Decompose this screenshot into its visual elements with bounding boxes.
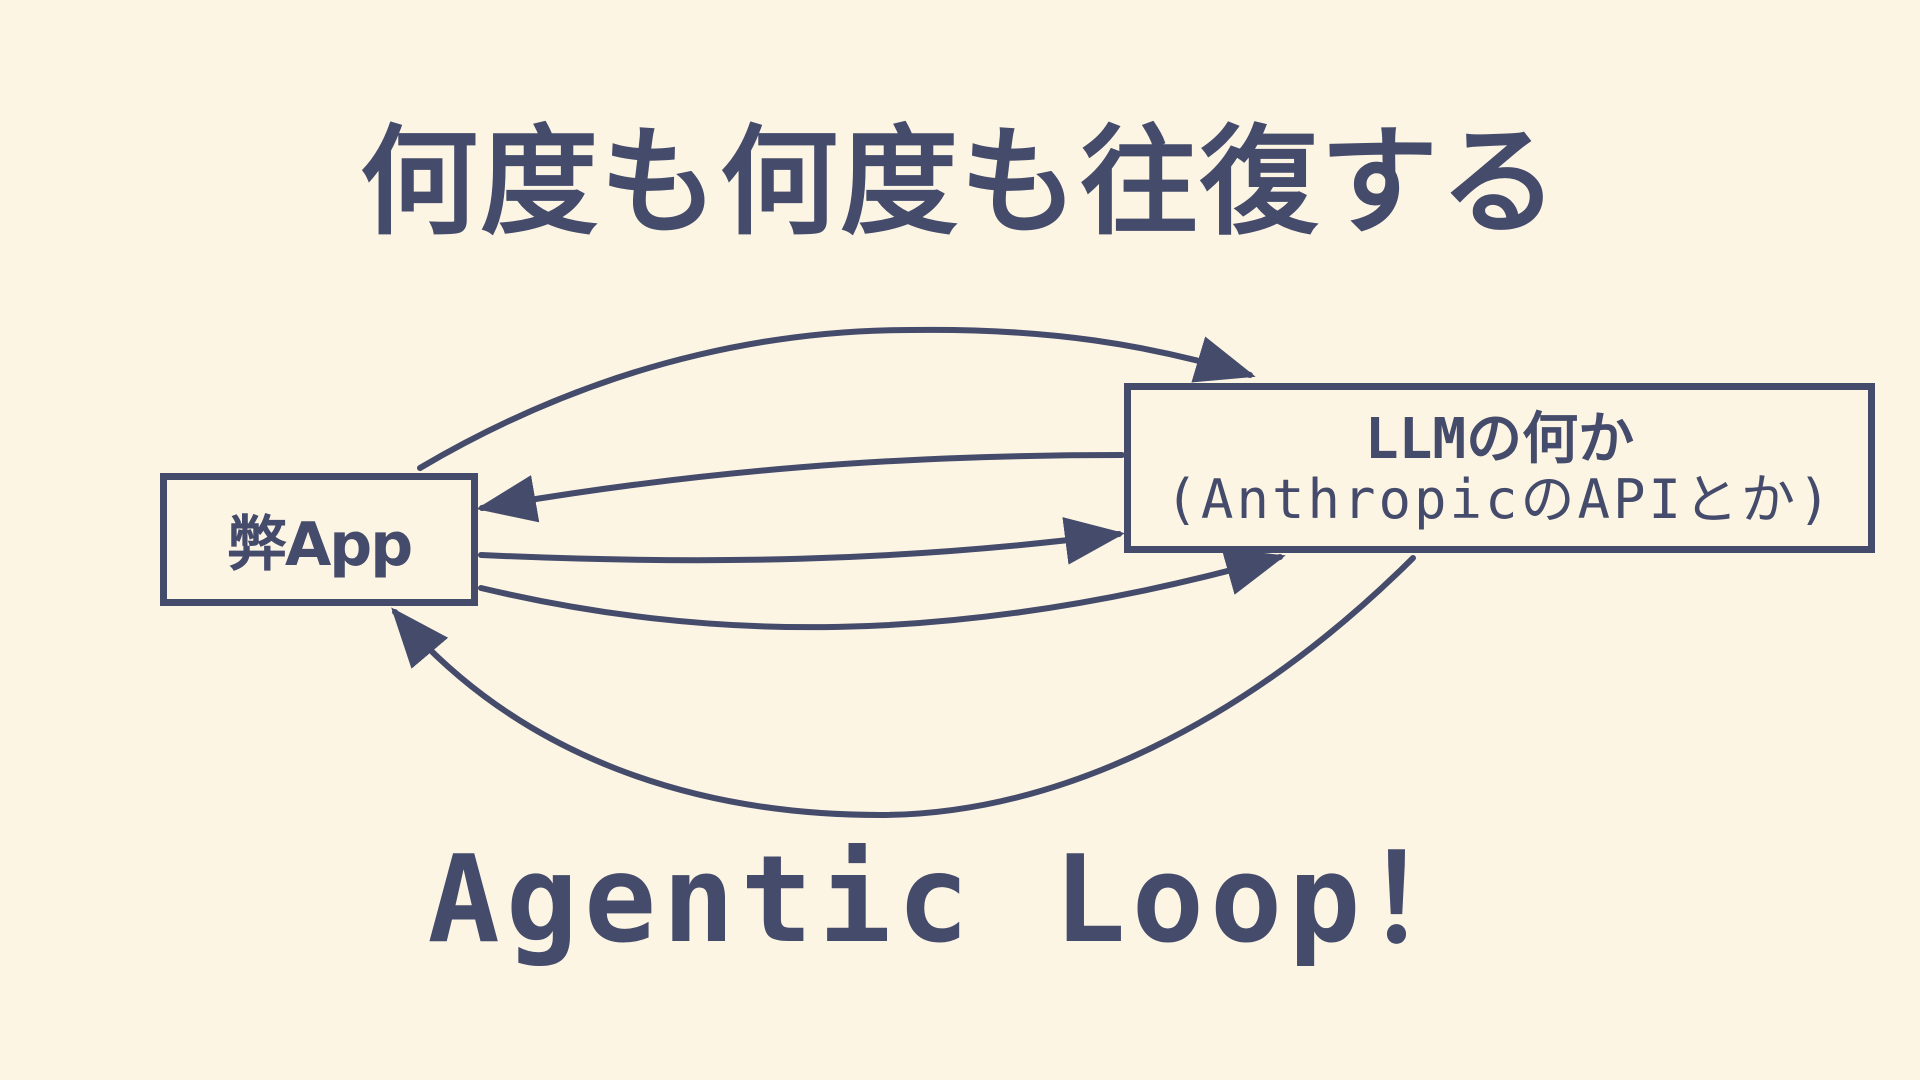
arrow-app-to-llm-top — [417, 326, 1256, 471]
arrow-app-to-llm-lower — [478, 548, 1286, 631]
llm-node-title: LLMの何か — [1364, 406, 1635, 472]
arrow-llm-to-app-upper — [476, 452, 1125, 523]
footer-caption: Agentic Loop！ — [427, 831, 1493, 970]
app-node-label: 弊App — [226, 510, 413, 580]
llm-node: LLMの何か (AnthropicのAPIとか) — [1124, 383, 1875, 553]
llm-node-subtitle: (AnthropicのAPIとか) — [1165, 467, 1834, 531]
app-node: 弊App — [160, 473, 478, 606]
arrow-llm-to-app-loop — [391, 555, 1416, 819]
page-title: 何度も何度も往復する — [359, 113, 1560, 251]
arrow-app-to-llm-middle — [478, 517, 1125, 565]
